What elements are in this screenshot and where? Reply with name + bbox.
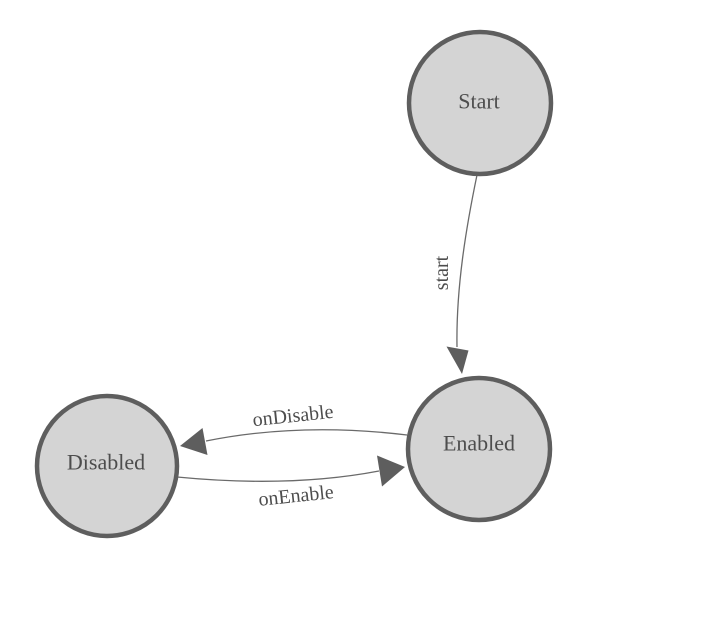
- node-enabled: Enabled: [405, 375, 553, 523]
- edge-label-start: start: [431, 255, 453, 290]
- edge-label-ondisable: onDisable: [252, 401, 335, 431]
- edge-line-ondisable: [205, 429, 408, 442]
- node-start-label: Start: [458, 89, 500, 114]
- arrowhead-enabled-to-disabled: [180, 428, 208, 455]
- node-disabled: Disabled: [34, 393, 180, 539]
- edge-line-start: [456, 174, 478, 348]
- node-disabled-label: Disabled: [67, 450, 145, 475]
- arrowhead-disabled-to-enabled: [377, 455, 405, 487]
- edge-line-onenable: [176, 470, 380, 482]
- node-start-circle: [406, 29, 554, 177]
- edge-label-onenable: onEnable: [257, 481, 335, 511]
- node-enabled-circle: [405, 375, 553, 523]
- node-start: Start: [406, 29, 554, 177]
- arrowhead-start-to-enabled: [446, 346, 469, 374]
- node-enabled-label: Enabled: [443, 431, 515, 456]
- edge-start-to-enabled: start: [431, 174, 478, 374]
- edge-enabled-to-disabled: onDisable: [180, 401, 408, 455]
- edge-disabled-to-enabled: onEnable: [176, 455, 405, 511]
- node-disabled-circle: [34, 393, 180, 539]
